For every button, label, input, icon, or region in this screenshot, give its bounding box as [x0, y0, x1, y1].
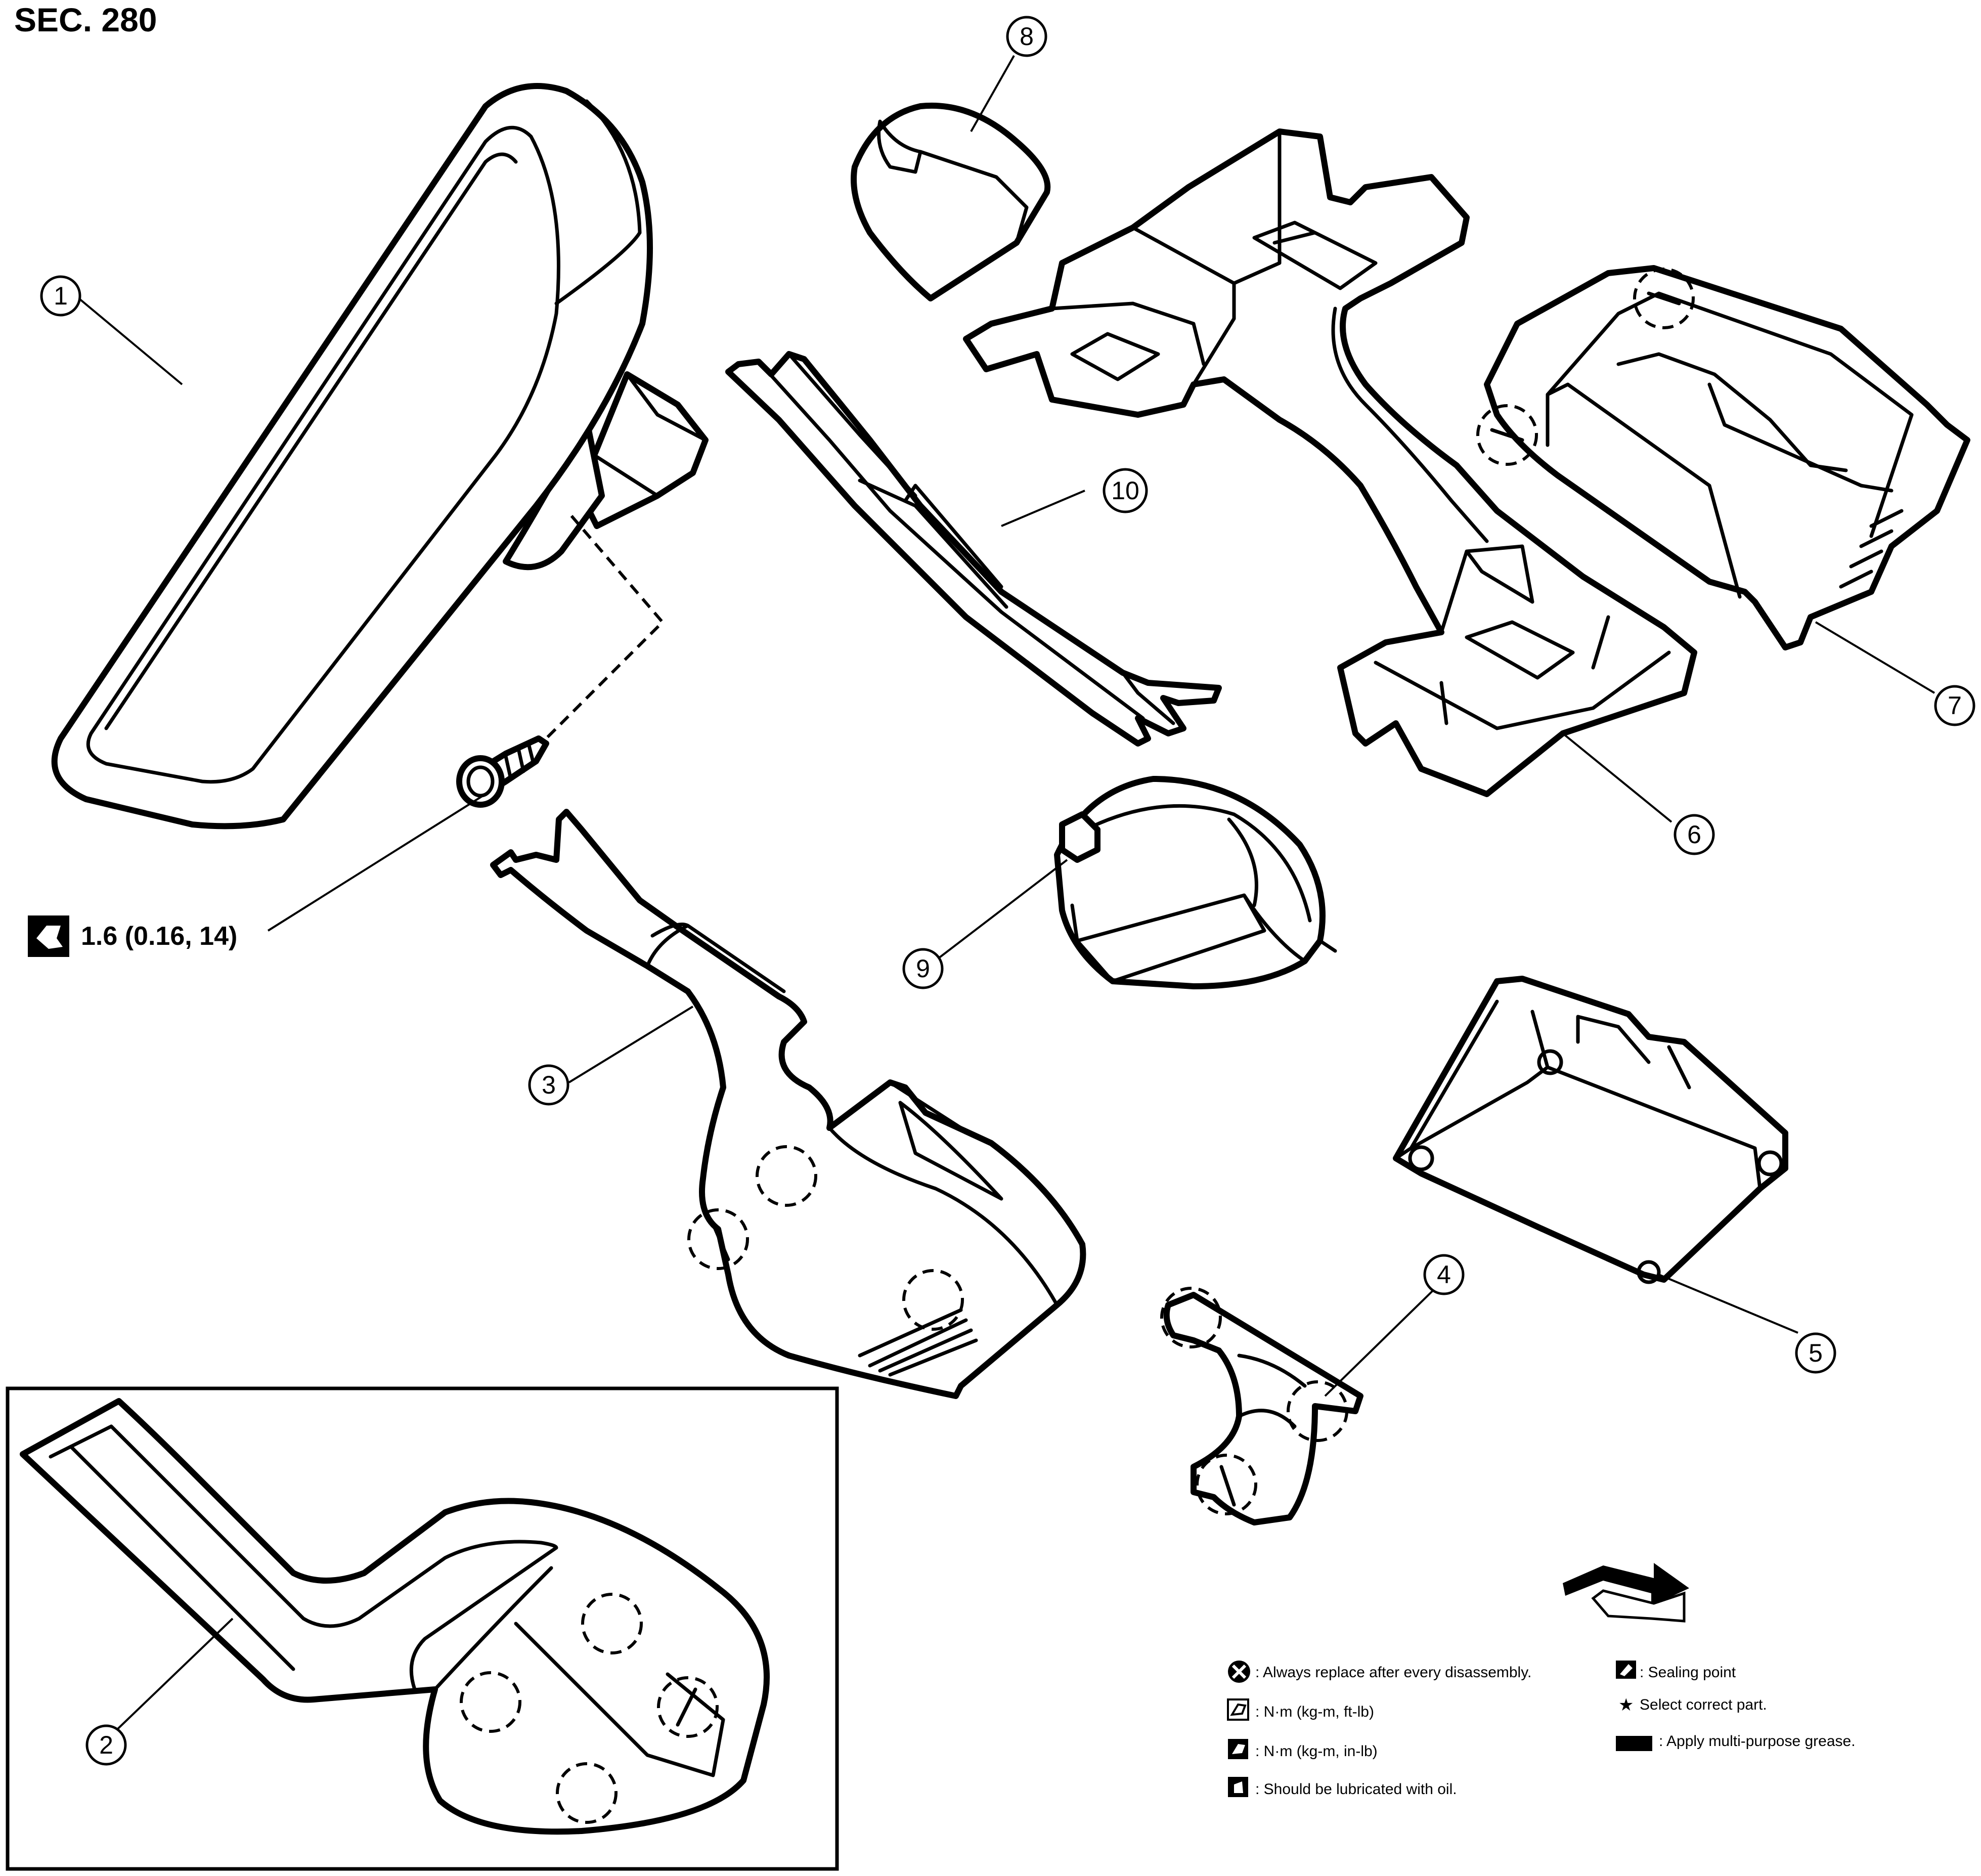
- cover-part-2: [20, 1398, 770, 1835]
- svg-text:7: 7: [1948, 691, 1962, 720]
- mirror-finisher-part-3: [490, 809, 1086, 1399]
- direction-arrow-icon: [1563, 1563, 1689, 1623]
- legend-always-replace: : Always replace after every disassembly…: [1255, 1664, 1531, 1681]
- mount-cup-part-9: [1054, 776, 1337, 989]
- callout-2: 2: [85, 1724, 127, 1766]
- leader-lines: [75, 55, 1935, 1741]
- svg-text:9: 9: [916, 954, 930, 983]
- callout-3: 3: [528, 1064, 569, 1106]
- svg-text:10: 10: [1111, 476, 1139, 505]
- callout-10: 10: [1103, 468, 1148, 513]
- torque-spec: 1.6 (0.16, 14): [28, 915, 237, 957]
- callout-4: 4: [1423, 1254, 1465, 1295]
- callout-7: 7: [1934, 685, 1975, 726]
- harness-guide-part-10: [725, 351, 1222, 747]
- legend-lubricate-oil: : Should be lubricated with oil.: [1255, 1781, 1457, 1798]
- svg-text:6: 6: [1687, 820, 1701, 849]
- control-unit-part-5: [1393, 976, 1788, 1284]
- torque-value: 1.6 (0.16, 14): [81, 922, 237, 951]
- callout-5: 5: [1795, 1332, 1836, 1374]
- callout-9: 9: [902, 948, 944, 989]
- mirror-base-part-6: [963, 128, 1697, 797]
- callout-1: 1: [40, 275, 81, 317]
- legend-torque-ft-lb: : N·m (kg-m, ft-lb): [1255, 1704, 1374, 1720]
- inside-mirror-part: [51, 83, 709, 830]
- legend-sealing-point: : Sealing point: [1640, 1664, 1736, 1681]
- legend-torque-in-lb: : N·m (kg-m, in-lb): [1255, 1743, 1378, 1760]
- callout-8: 8: [1006, 16, 1047, 57]
- callout-6: 6: [1674, 814, 1715, 855]
- cover-part-7: [1476, 265, 1970, 650]
- detail-inset-frame: [6, 1386, 839, 1871]
- svg-text:5: 5: [1809, 1339, 1823, 1367]
- svg-text:8: 8: [1020, 22, 1034, 51]
- svg-text:3: 3: [542, 1071, 556, 1099]
- mounting-screw: [456, 735, 549, 808]
- torque-ft-lb-icon: [1227, 1698, 1249, 1721]
- svg-text:2: 2: [99, 1731, 113, 1759]
- svg-text:4: 4: [1437, 1260, 1451, 1289]
- svg-text:1: 1: [54, 282, 68, 310]
- bracket-part-4: [1160, 1287, 1363, 1525]
- legend-select-part: Select correct part.: [1640, 1696, 1767, 1713]
- screw-alignment-line: [545, 515, 665, 740]
- section-label: SEC. 280: [14, 1, 157, 38]
- symbol-legend: : Always replace after every disassembly…: [1227, 1661, 1856, 1798]
- star-icon: ★: [1618, 1695, 1634, 1715]
- cap-part-8: [851, 102, 1051, 301]
- legend-apply-grease: : Apply multi-purpose grease.: [1659, 1733, 1856, 1750]
